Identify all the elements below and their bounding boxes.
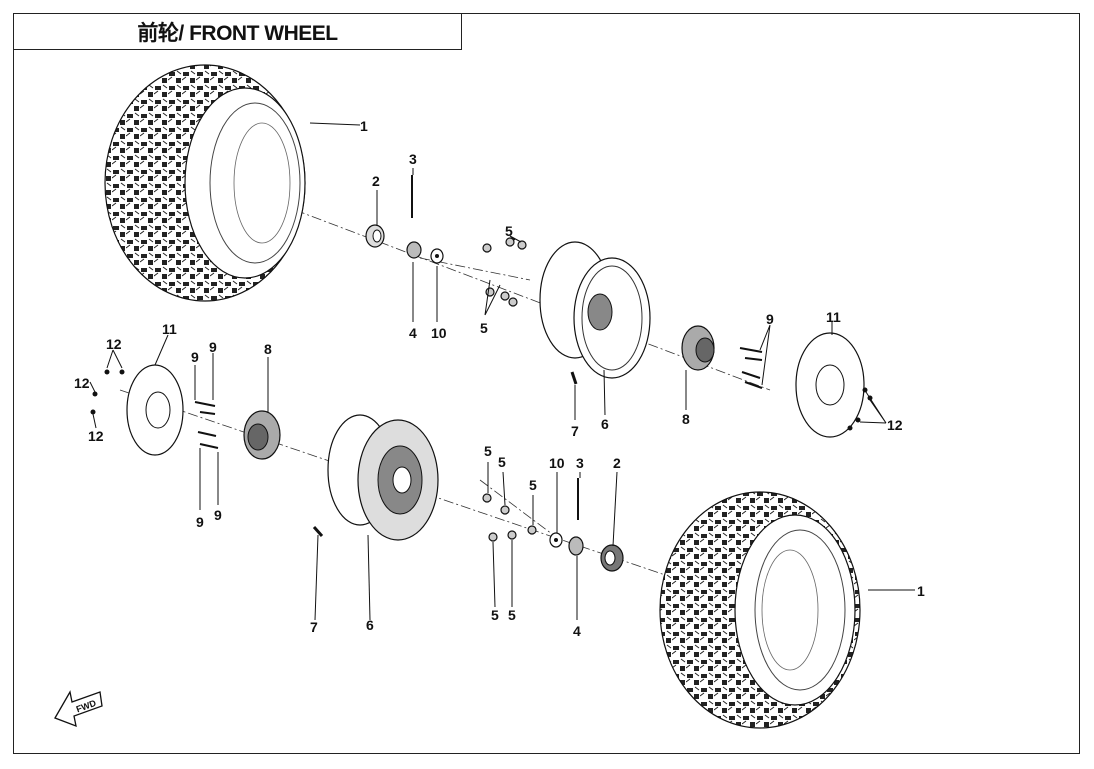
- callout-lower-valve: 7: [310, 619, 318, 635]
- callout-upper-hub: 8: [682, 411, 690, 427]
- callout-lower-seal: 2: [613, 455, 621, 471]
- callout-lower-lug-nut-d: 5: [491, 607, 499, 623]
- title-box: 前轮/ FRONT WHEEL: [13, 13, 462, 50]
- lower-valve: [312, 526, 324, 537]
- lower-washer: [549, 532, 563, 548]
- upper-washer: [430, 248, 444, 264]
- lower-hub-bolts: [194, 401, 219, 449]
- upper-seal: [365, 224, 385, 248]
- upper-brake-disc: [795, 332, 865, 438]
- callout-lower-hub-bolts-a: 9: [191, 349, 199, 365]
- callout-lower-disc-bolts-b: 12: [74, 375, 90, 391]
- lower-callouts: 12 12 12 11 9 9 9 9 8 7 6 5 5 5 5 5 10 3…: [74, 321, 925, 639]
- callout-lower-washer: 10: [549, 455, 565, 471]
- callout-upper-lug-nuts-top: 5: [505, 223, 513, 239]
- callout-lower-cotter-pin: 3: [576, 455, 584, 471]
- callout-lower-tire: 1: [917, 583, 925, 599]
- callout-lower-lug-nut-a: 5: [484, 443, 492, 459]
- callout-upper-seal: 2: [372, 173, 380, 189]
- upper-rim: [539, 241, 651, 379]
- callout-lower-hub-bolts-c: 9: [196, 514, 204, 530]
- lower-hub: [243, 410, 281, 460]
- callout-upper-washer: 10: [431, 325, 447, 341]
- upper-hub: [681, 325, 715, 371]
- callout-lower-nut: 4: [573, 623, 581, 639]
- callout-upper-disc: 11: [826, 309, 841, 325]
- callout-lower-hub: 8: [264, 341, 272, 357]
- upper-tire: [104, 64, 306, 302]
- callout-upper-disc-bolts: 12: [887, 417, 903, 433]
- lower-disc-bolts: [90, 369, 125, 415]
- drawing-frame: [13, 13, 1080, 754]
- callout-upper-lug-nuts-bottom: 5: [480, 320, 488, 336]
- callout-upper-rim: 6: [601, 416, 609, 432]
- callout-lower-disc: 11: [162, 321, 177, 337]
- upper-valve: [570, 371, 578, 385]
- callout-upper-hub-bolts: 9: [766, 311, 774, 327]
- callout-lower-hub-bolts-d: 9: [214, 507, 222, 523]
- upper-axle-nut: [406, 241, 422, 259]
- lower-rim: [327, 414, 439, 541]
- upper-callouts: 1 2 3 4 10 5 5 7 6 8 9 11 12: [360, 118, 903, 439]
- forward-arrow-icon: FWD: [54, 690, 103, 728]
- lower-axle-nut: [568, 536, 584, 556]
- callout-lower-hub-bolts-b: 9: [209, 339, 217, 355]
- upper-hub-bolts: [739, 347, 763, 389]
- callout-lower-rim: 6: [366, 617, 374, 633]
- callout-lower-disc-bolts-c: 12: [88, 428, 104, 444]
- callout-upper-tire: 1: [360, 118, 368, 134]
- lower-lug-nuts: [482, 493, 537, 542]
- callout-lower-disc-bolts-a: 12: [106, 336, 122, 352]
- lower-brake-disc: [126, 364, 184, 456]
- page-title: 前轮/ FRONT WHEEL: [137, 21, 338, 45]
- callout-upper-valve: 7: [571, 423, 579, 439]
- callout-upper-nut: 4: [409, 325, 417, 341]
- callout-lower-lug-nut-c: 5: [529, 477, 537, 493]
- callout-upper-cotter-pin: 3: [409, 151, 417, 167]
- callout-lower-lug-nut-b: 5: [498, 454, 506, 470]
- leader-lines: [89, 122, 915, 621]
- lower-tire: [659, 491, 861, 729]
- callout-lower-lug-nut-e: 5: [508, 607, 516, 623]
- upper-lug-nuts: [482, 237, 527, 307]
- lower-seal: [600, 544, 624, 572]
